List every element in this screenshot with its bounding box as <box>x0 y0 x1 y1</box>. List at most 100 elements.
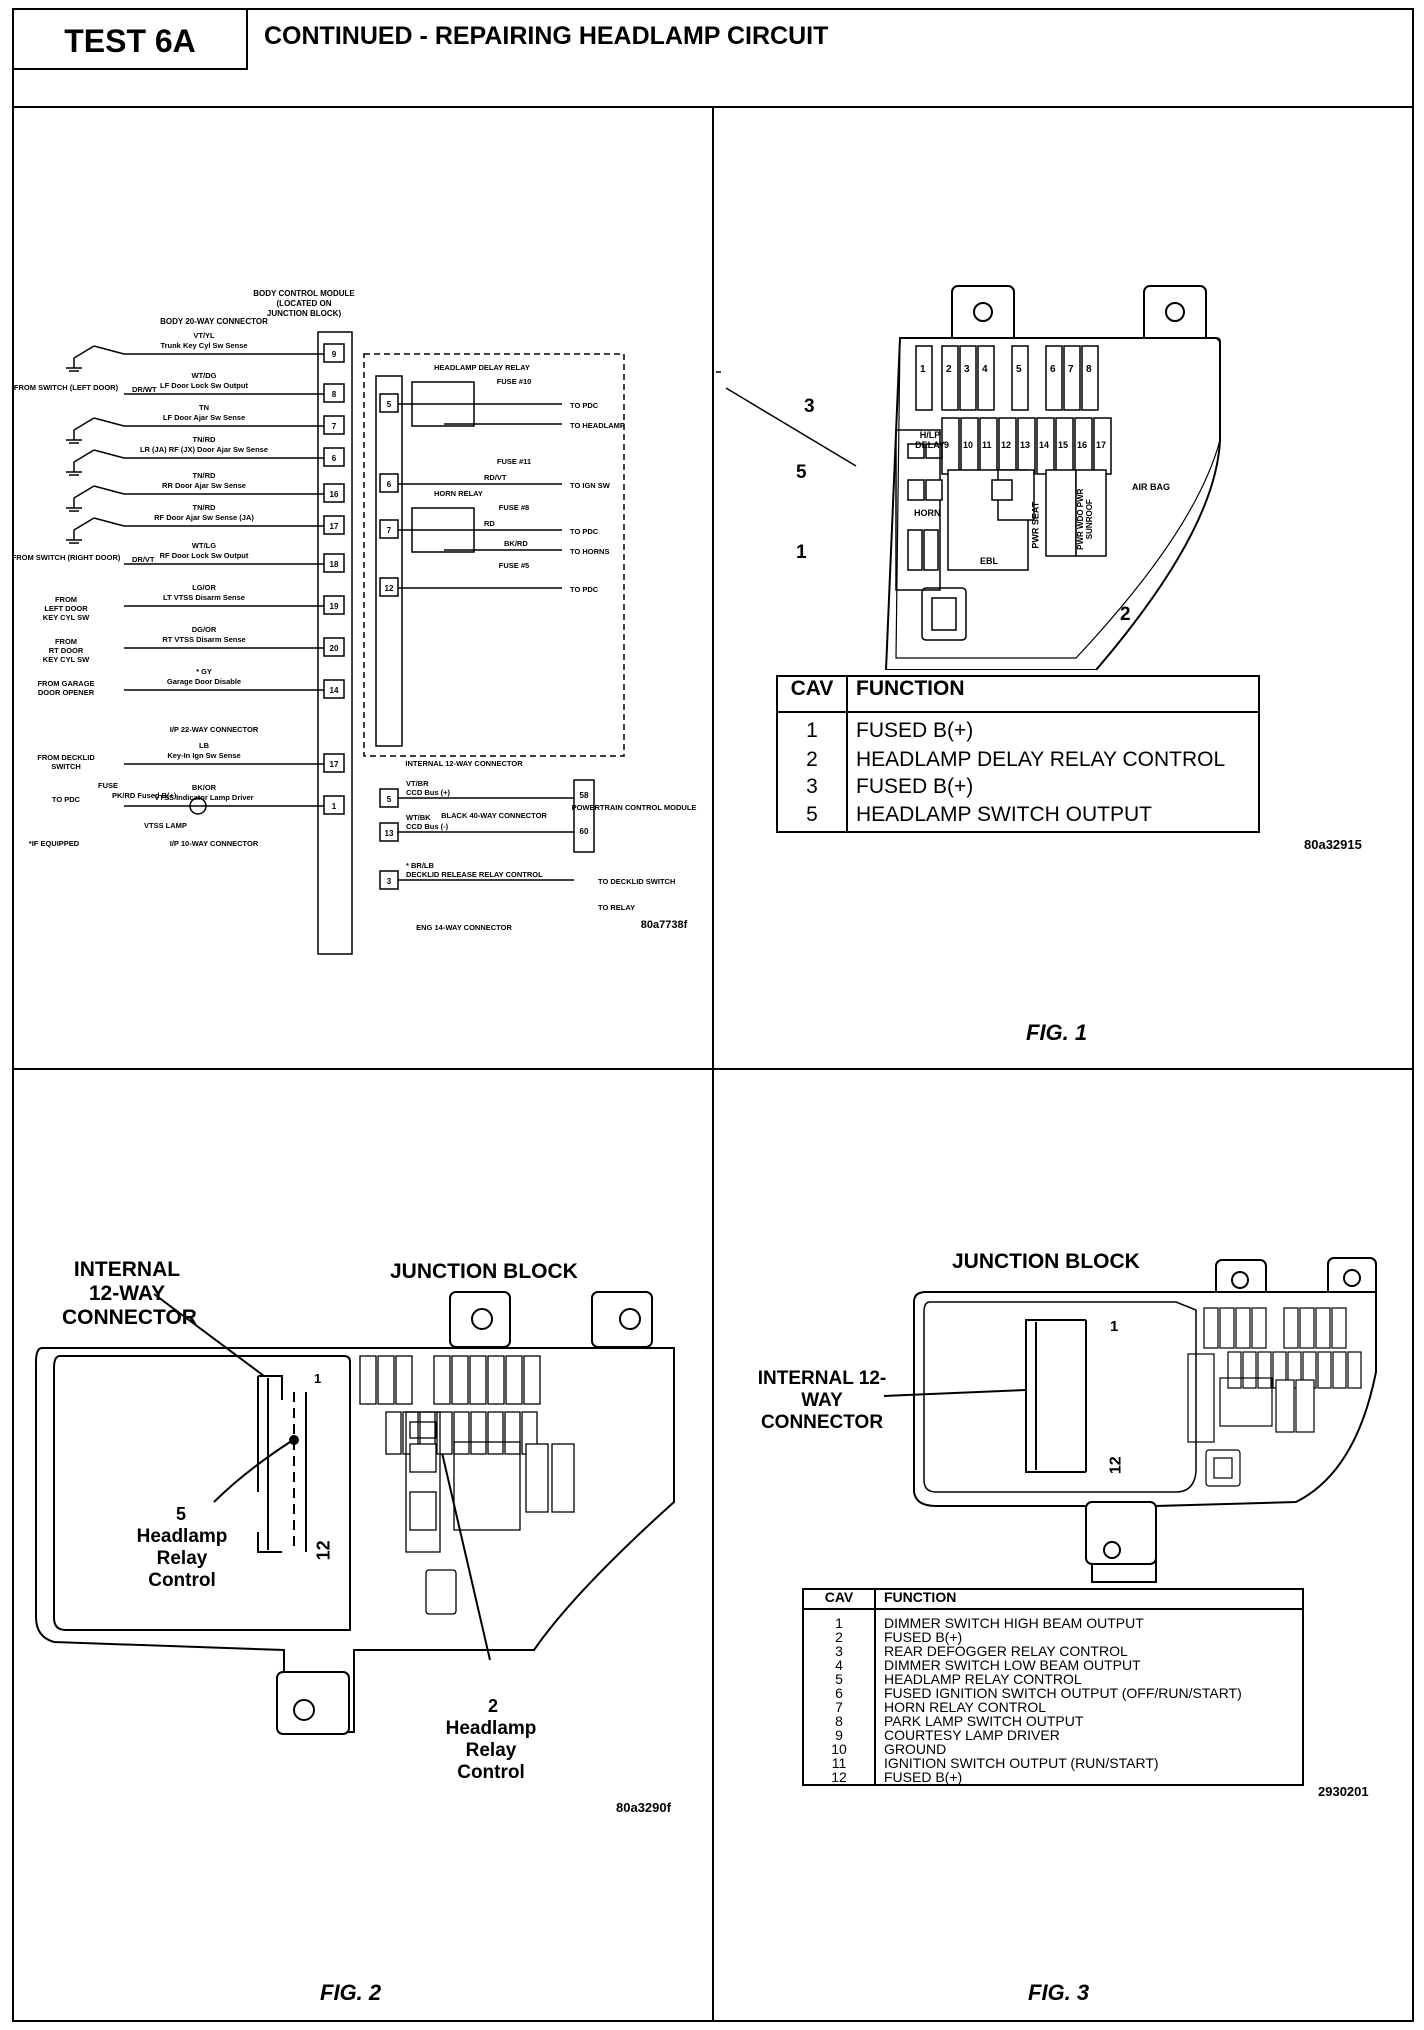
circuit-desc: CCD Bus (-) <box>406 822 449 831</box>
pin-number: 1 <box>332 802 337 811</box>
circuit-desc: DECKLID RELEASE RELAY CONTROL <box>406 870 543 879</box>
fig1-fuse <box>1045 345 1063 411</box>
fig2-connector-bracket-top <box>257 1375 283 1492</box>
circuit-desc: LR (JA) RF (JX) Door Ajar Sw Sense <box>140 445 268 454</box>
fig2-fuse <box>451 1355 469 1405</box>
pin-box <box>323 795 345 815</box>
pin-box <box>379 577 399 597</box>
pin-number: 5 <box>387 400 392 409</box>
fig3-function-header: FUNCTION <box>875 1589 1303 1610</box>
pin-number: 19 <box>330 602 339 611</box>
fig1-fuse-number: 9 <box>944 440 949 450</box>
wire-color: LB <box>199 741 210 750</box>
switch-contact <box>93 417 125 427</box>
ip10-connector-label: I/P 10-WAY CONNECTOR <box>170 839 259 848</box>
fig2-fuse <box>504 1411 521 1455</box>
fig1-fuse-number: 6 <box>1050 364 1056 375</box>
cav-cell: 4 <box>803 1658 876 1672</box>
wire-color: RD/VT <box>484 473 507 482</box>
fig2-mount-tab-left <box>449 1291 511 1348</box>
pin-box <box>323 343 345 363</box>
switch-contact <box>93 449 125 459</box>
source-label: KEY CYL SW <box>43 655 90 664</box>
wire-color: RD <box>484 519 495 528</box>
bcm-label: JUNCTION BLOCK) <box>267 309 342 318</box>
fig1-relay-column <box>895 429 941 591</box>
fig2-fuse <box>523 1355 541 1405</box>
fig3-title: JUNCTION BLOCK <box>952 1250 1140 1273</box>
fig3-pin-bottom: 12 <box>1107 1456 1125 1475</box>
fig2-fuse <box>469 1355 487 1405</box>
pin-number: 14 <box>330 686 339 695</box>
fig3-caption: FIG. 3 <box>1028 1980 1090 2005</box>
function-cell: HEADLAMP RELAY CONTROL <box>884 1671 1082 1687</box>
pin-number: 7 <box>332 422 337 431</box>
cav-cell: 2 <box>777 747 848 776</box>
fig3-part-number: 2930201 <box>1318 1784 1369 1799</box>
circuit-desc: LT VTSS Disarm Sense <box>163 593 245 602</box>
fig3-fuse <box>1251 1307 1267 1349</box>
wire-color: WT/BK <box>406 813 431 822</box>
pin-number: 7 <box>387 526 392 535</box>
fig1-fuse <box>977 345 995 411</box>
function-cell: DIMMER SWITCH LOW BEAM OUTPUT <box>884 1657 1141 1673</box>
circuit-desc: Garage Door Disable <box>167 677 241 686</box>
fig3-pin-top: 1 <box>1110 1318 1119 1335</box>
fuse-label: FUSE <box>98 781 118 790</box>
fig1-callout-1: 1 <box>796 542 807 563</box>
fig2-caption: FIG. 2 <box>320 1980 382 2005</box>
pin-number: 16 <box>330 490 339 499</box>
pin-box <box>323 415 345 435</box>
pin-number: 13 <box>385 829 394 838</box>
pin-box <box>323 483 345 503</box>
fig2-pin5-dot <box>289 1435 299 1445</box>
circuit-desc: RF Door Lock Sw Output <box>160 551 249 560</box>
switch-contact <box>93 345 125 355</box>
pcm-connector-label: BLACK 40-WAY CONNECTOR <box>441 811 547 820</box>
fig1-leader-2 <box>725 387 857 467</box>
switch-contact <box>93 517 125 527</box>
fig1-label-pwr-seat: PWR SEAT <box>1030 501 1041 549</box>
wire-color: WT/LG <box>192 541 216 550</box>
fig3-fuse <box>1203 1307 1219 1349</box>
bcm-dashed-boundary <box>363 353 625 757</box>
vertical-divider <box>712 106 714 2022</box>
cav-cell: 8 <box>803 1714 876 1728</box>
wire-color: BK/OR <box>192 783 217 792</box>
fig2-leader-connector <box>153 1293 265 1377</box>
pin-box <box>379 393 399 413</box>
relay-label: HORN RELAY <box>434 489 483 498</box>
fig2-fuse <box>433 1355 451 1405</box>
function-cell: FUSED IGNITION SWITCH OUTPUT (OFF/RUN/ST… <box>884 1685 1242 1701</box>
internal-connector-label: INTERNAL 12-WAY CONNECTOR <box>405 759 523 768</box>
cav-cell: 12 <box>803 1770 876 1785</box>
fig2-connector-label: INTERNAL 12-WAY CONNECTOR <box>62 1258 197 1330</box>
relay-box <box>411 381 475 427</box>
wire-color: DG/OR <box>192 625 217 634</box>
function-cell: FUSED B(+) <box>856 775 974 799</box>
source-label: FROM <box>55 595 77 604</box>
source-label: RT DOOR <box>49 646 84 655</box>
circuit-desc: LF Door Ajar Sw Sense <box>163 413 245 422</box>
pin-box <box>323 515 345 535</box>
function-cell: HEADLAMP DELAY RELAY CONTROL <box>856 747 1226 771</box>
pcm-pin: 60 <box>580 827 589 836</box>
fig1-fuse <box>1011 345 1029 411</box>
wire-color: BK/RD <box>504 539 528 548</box>
fig1-fuse <box>941 345 959 411</box>
relay-box <box>411 507 475 553</box>
switch-contact <box>73 449 95 463</box>
pin-box <box>379 473 399 493</box>
source-label: FROM SWITCH (LEFT DOOR) <box>14 383 119 392</box>
fig1-fuse <box>1081 345 1099 411</box>
fig2-leader-2 <box>433 1417 491 1661</box>
fig1-fuse <box>1063 345 1081 411</box>
circuit-desc: VTSS Indicator Lamp Driver <box>154 793 253 802</box>
